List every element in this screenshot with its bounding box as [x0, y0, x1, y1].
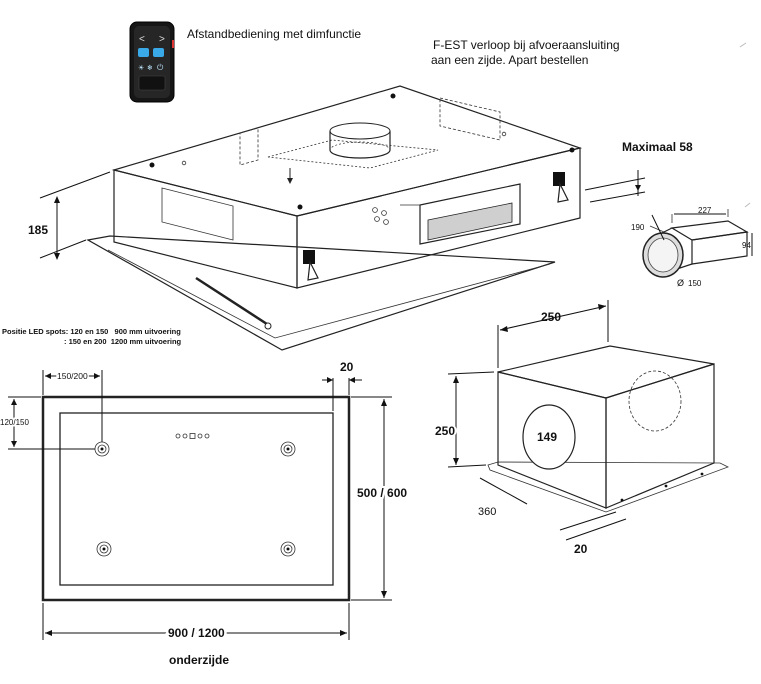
side-offset-label: 120/150: [0, 418, 29, 427]
top-offset-label: 150/200: [57, 371, 88, 381]
adapter-length: 227: [698, 206, 712, 215]
box-hole-label: 149: [537, 430, 557, 444]
motor-box: [487, 345, 730, 513]
remote-sun-icon: ☀: [138, 64, 144, 72]
hood-height-label: 185: [28, 223, 48, 237]
remote-snow-icon: ❄: [147, 64, 153, 72]
remote-control: < > ☀ ❄ ⏻: [129, 21, 175, 103]
led-spot: [96, 541, 112, 557]
box-depth-label: 360: [478, 506, 496, 518]
bottom-view-caption: onderzijde: [169, 653, 229, 667]
led-spot: [280, 541, 296, 557]
led-note-line1: Positie LED spots: 120 en 150 900 mm uit…: [2, 327, 181, 336]
width-label: 900 / 1200: [168, 626, 225, 640]
fest-note-line1: F-EST verloop bij afvoeraansluiting: [433, 38, 620, 52]
adapter-width: 190: [631, 223, 645, 232]
fest-note-line2: aan een zijde. Apart bestellen: [431, 53, 588, 67]
hood-isometric: [86, 85, 583, 351]
border-label: 20: [340, 360, 354, 374]
box-flange-label: 20: [574, 542, 588, 556]
led-spot: [280, 441, 296, 457]
box-left-label: 250: [435, 424, 455, 438]
box-top-label: 250: [541, 310, 561, 324]
adapter-diameter: 150: [688, 279, 702, 288]
remote-power-icon: ⏻: [157, 63, 164, 72]
remote-right-symbol: >: [159, 34, 165, 45]
bottom-view: [41, 395, 351, 602]
adapter-height: 94: [742, 241, 751, 250]
adapter-diameter-symbol: Ø: [677, 278, 684, 288]
max-label: Maximaal 58: [622, 140, 693, 154]
remote-button-1: [138, 48, 149, 57]
depth-label: 500 / 600: [357, 486, 407, 500]
led-note-line2: : 150 en 200 1200 mm uitvoering: [64, 337, 182, 346]
remote-left-symbol: <: [139, 34, 145, 45]
remote-caption: Afstandbediening met dimfunctie: [187, 27, 361, 41]
remote-button-2: [153, 48, 164, 57]
fest-adapter: [642, 209, 753, 278]
